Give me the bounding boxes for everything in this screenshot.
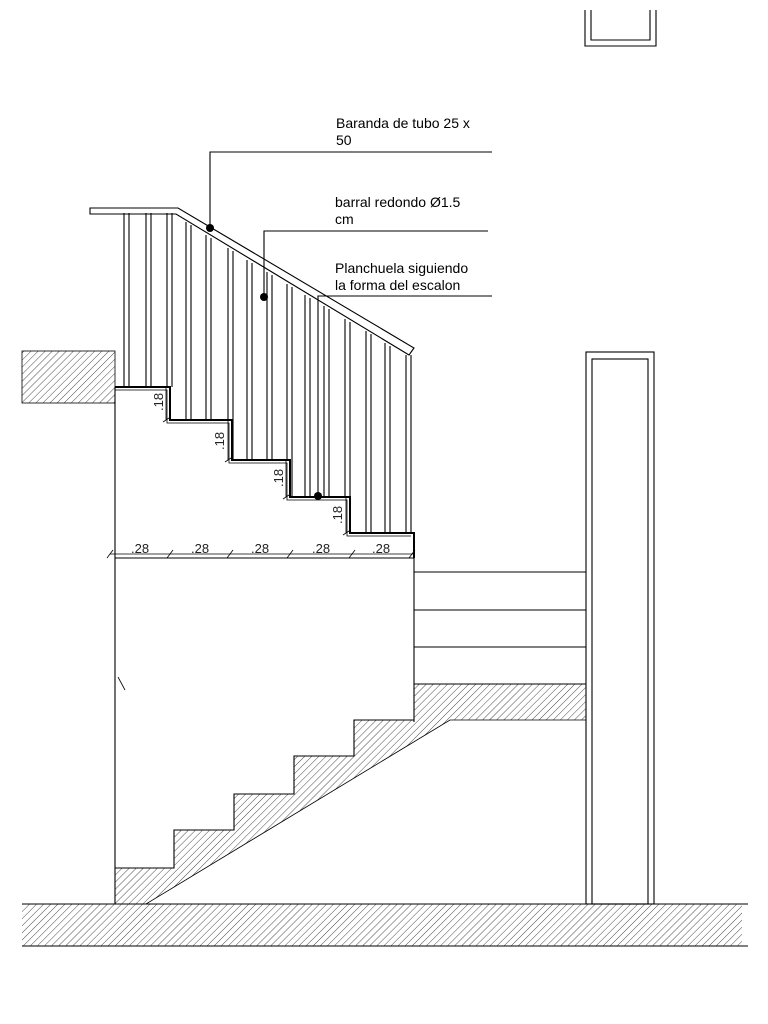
riser-dim-4: .18 (330, 506, 345, 524)
ground-floor (22, 903, 748, 947)
landing-lines (414, 571, 586, 685)
tread-dim-3: .28 (251, 541, 269, 556)
riser-dim-3: .18 (271, 469, 286, 487)
lower-flight-section (114, 683, 587, 905)
railing-balusters (123, 213, 412, 533)
tread-dim-4: .28 (312, 541, 330, 556)
tread-dim-5: .28 (372, 541, 390, 556)
right-column (585, 351, 655, 905)
plate-label-line2: la forma del escalon (335, 277, 460, 293)
handrail (89, 207, 415, 356)
bar-label-line2: cm (335, 211, 354, 227)
upper-flight (115, 386, 415, 558)
handrail-label-line2: 50 (336, 132, 352, 148)
tread-dim-1: .28 (131, 541, 149, 556)
annotation-leaders (206, 151, 492, 500)
riser-dimensions: .18 .18 .18 .18 (151, 388, 350, 536)
left-slab (21, 350, 116, 404)
riser-dim-2: .18 (212, 432, 227, 450)
plate-label-line1: Planchuela siguiendo (335, 260, 468, 276)
riser-dim-1: .18 (151, 393, 166, 411)
bar-label-line1: barral redondo Ø1.5 (335, 194, 461, 210)
tread-dim-2: .28 (191, 541, 209, 556)
stair-wall (114, 387, 415, 904)
tread-dimension-line: .28 .28 .28 .28 .28 (106, 541, 416, 559)
top-wall-detail (584, 10, 657, 47)
handrail-label-line1: Baranda de tubo 25 x (336, 115, 470, 131)
annotation-texts: Baranda de tubo 25 x 50 barral redondo Ø… (335, 115, 470, 293)
